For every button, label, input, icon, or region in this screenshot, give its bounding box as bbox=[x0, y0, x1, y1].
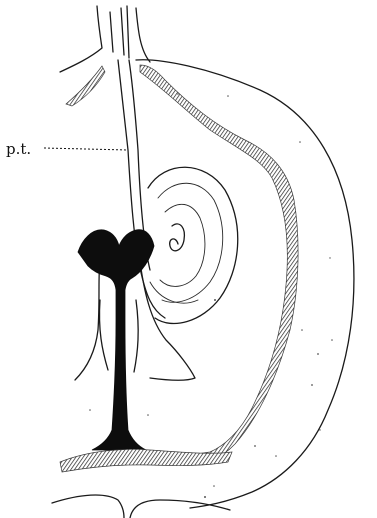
label-pt: p.t. bbox=[6, 140, 128, 158]
outer-outline bbox=[136, 60, 354, 508]
upper-hatched-wedge bbox=[66, 66, 105, 106]
lower-lobe bbox=[75, 262, 195, 380]
inner-contours bbox=[148, 167, 238, 323]
label-pt-text: p.t. bbox=[6, 140, 31, 158]
label-pt-leader bbox=[44, 148, 128, 150]
black-structure bbox=[78, 230, 154, 450]
stalk bbox=[60, 6, 150, 72]
